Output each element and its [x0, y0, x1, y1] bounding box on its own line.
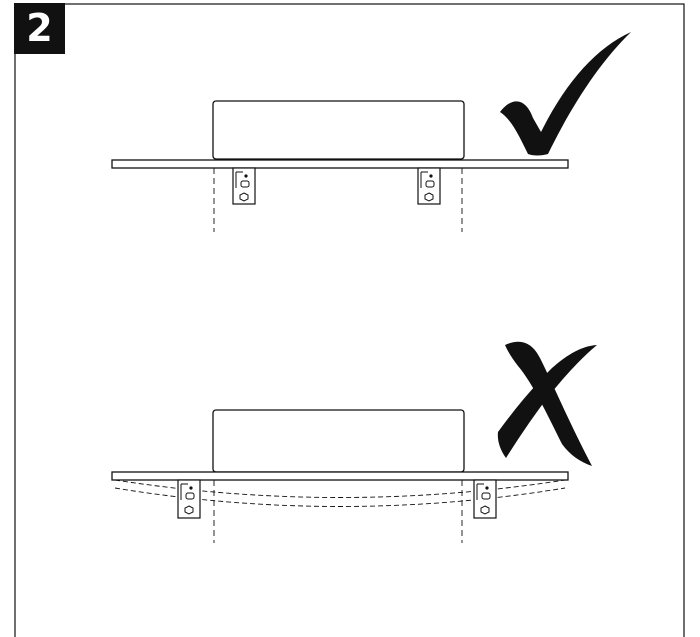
panel-incorrect: [111, 341, 597, 543]
panel-correct: [111, 32, 631, 232]
step-number-badge: 2: [14, 3, 65, 54]
sag-outline: [114, 479, 566, 498]
box-object: [212, 409, 465, 473]
sag-outline: [114, 487, 566, 507]
wall-bracket: [232, 167, 256, 205]
figure-border: [14, 3, 685, 637]
shelf-board: [111, 471, 569, 481]
wall-bracket: [177, 479, 201, 519]
box-object: [212, 100, 465, 160]
cross-icon: [497, 341, 597, 466]
shelf-board: [111, 159, 569, 169]
wall-bracket: [473, 479, 497, 519]
wall-bracket: [417, 167, 441, 205]
checkmark-icon: [500, 32, 631, 156]
